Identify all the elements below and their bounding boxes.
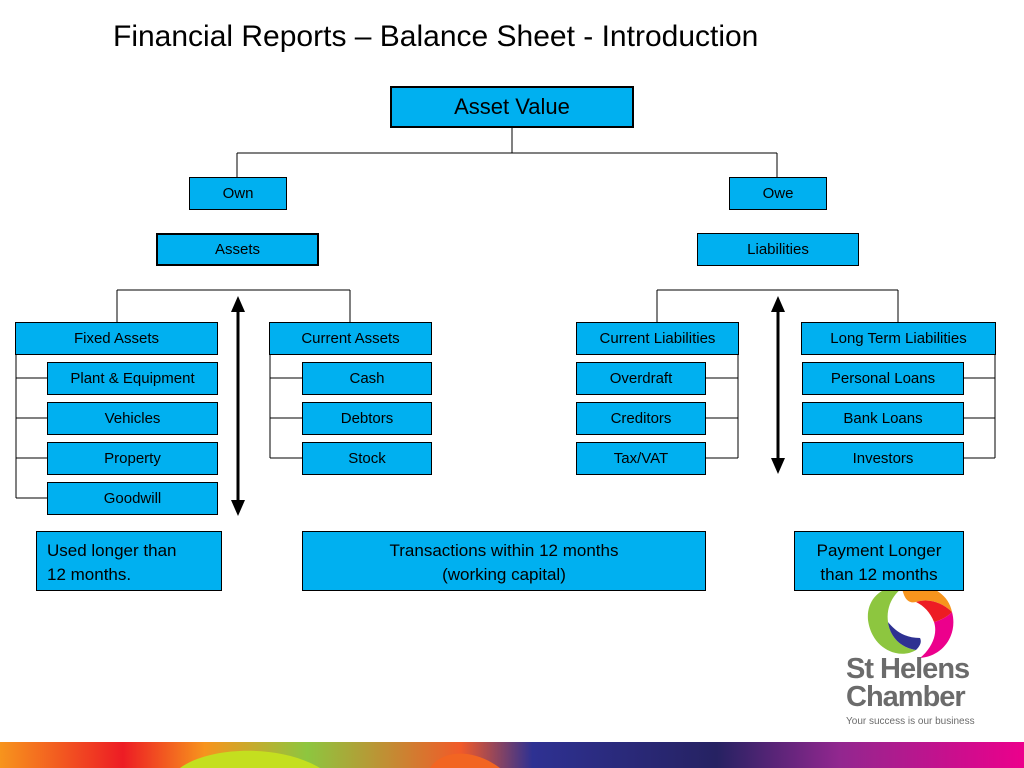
fixed-assets-node: Fixed Assets [15,322,218,355]
working-capital-note: Transactions within 12 months (working c… [302,531,706,591]
current-asset-item: Cash [302,362,432,395]
logo-line1: St Helens [846,653,970,685]
fixed-asset-item: Property [47,442,218,475]
fixed-asset-item: Goodwill [47,482,218,515]
note-line: Transactions within 12 months [389,541,619,560]
long-term-liability-item: Bank Loans [802,402,964,435]
current-liability-item: Tax/VAT [576,442,706,475]
current-liabilities-node: Current Liabilities [576,322,739,355]
decorative-bottom-bar [0,742,1024,768]
long-term-note: Payment Longer than 12 months [794,531,964,591]
note-line: than 12 months [820,565,938,584]
owe-node: Owe [729,177,827,210]
long-term-liability-item: Investors [802,442,964,475]
asset-value-node: Asset Value [390,86,634,128]
fixed-asset-item: Vehicles [47,402,218,435]
current-liability-item: Overdraft [576,362,706,395]
own-node: Own [189,177,287,210]
assets-node: Assets [156,233,319,266]
current-assets-node: Current Assets [269,322,432,355]
current-liability-item: Creditors [576,402,706,435]
page-title: Financial Reports – Balance Sheet - Intr… [113,20,759,53]
liabilities-node: Liabilities [697,233,859,266]
logo-tagline: Your success is our business [846,716,975,727]
current-asset-item: Debtors [302,402,432,435]
long-term-liability-item: Personal Loans [802,362,964,395]
fixed-assets-note: Used longer than 12 months. [36,531,222,591]
chamber-logo-icon [867,585,954,658]
note-line: 12 months. [47,565,132,584]
current-asset-item: Stock [302,442,432,475]
long-term-liabilities-node: Long Term Liabilities [801,322,996,355]
double-arrow-assets [231,296,245,516]
double-arrow-liabilities [771,296,785,474]
fixed-asset-item: Plant & Equipment [47,362,218,395]
note-line: Payment Longer [816,541,942,560]
note-line: Used longer than [47,541,177,560]
note-line: (working capital) [442,565,566,584]
logo-line2: Chamber [846,681,966,713]
